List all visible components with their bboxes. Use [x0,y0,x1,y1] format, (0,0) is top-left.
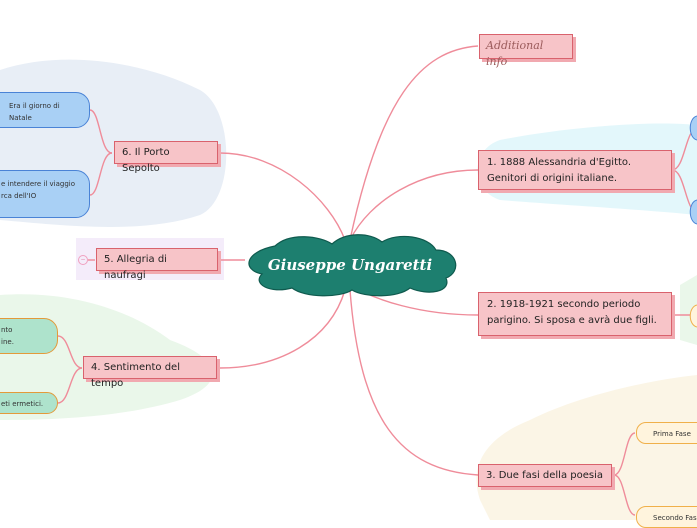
subtopic-sentimento-ermetici-label: eti ermetici. [1,400,43,408]
subtopic-prima-fase[interactable]: Prima Fase [636,422,697,444]
topic-1-nascita[interactable]: 1. 1888 Alessandria d'Egitto. Genitori d… [478,150,672,190]
subtopic-secondo-fase-label: Secondo Fase [653,514,697,522]
collapse-marker-icon[interactable]: − [78,255,88,265]
subtopic-porto-viaggio[interactable]: e intendere il viaggio rca dell'IO [0,170,90,218]
subtopic-secondo-fase[interactable]: Secondo Fase [636,506,697,528]
subtopic-porto-viaggio-line-1: e intendere il viaggio [1,178,81,190]
link-topic-4 [220,290,345,368]
link-topic-3 [350,290,478,475]
subtopic-porto-viaggio-line-2: rca dell'IO [1,190,81,202]
topic-4-sentimento[interactable]: 4. Sentimento del tempo [83,356,217,379]
subtopic-prima-fase-label: Prima Fase [653,430,691,438]
topic-3-due-fasi[interactable]: 3. Due fasi della poesia [478,464,612,487]
topic-6-porto-sepolto[interactable]: 6. Il Porto Sepolto [114,141,218,164]
central-topic[interactable]: Giuseppe Ungaretti [240,240,460,290]
subtopic-sentimento-1-line-2: ine. [1,336,49,348]
topic-2-parigi[interactable]: 2. 1918-1921 secondo periodo parigino. S… [478,292,672,336]
topic-5-allegria[interactable]: 5. Allegria di naufragi [96,248,218,271]
link-additional [350,46,478,240]
zone-due-fasi [477,375,697,520]
subtopic-sentimento-1-line-1: nto [1,324,49,336]
subtopic-porto-natale-label: Era il giorno di Natale [9,102,60,122]
topic-additional-info[interactable]: Additional info [479,34,573,59]
subtopic-sentimento-ermetici[interactable]: eti ermetici. [0,392,58,414]
link-topic-1 [350,170,478,240]
subtopic-porto-natale[interactable]: Era il giorno di Natale [0,92,90,128]
link-topic-6 [220,153,345,240]
subtopic-sentimento-1[interactable]: nto ine. [0,318,58,354]
